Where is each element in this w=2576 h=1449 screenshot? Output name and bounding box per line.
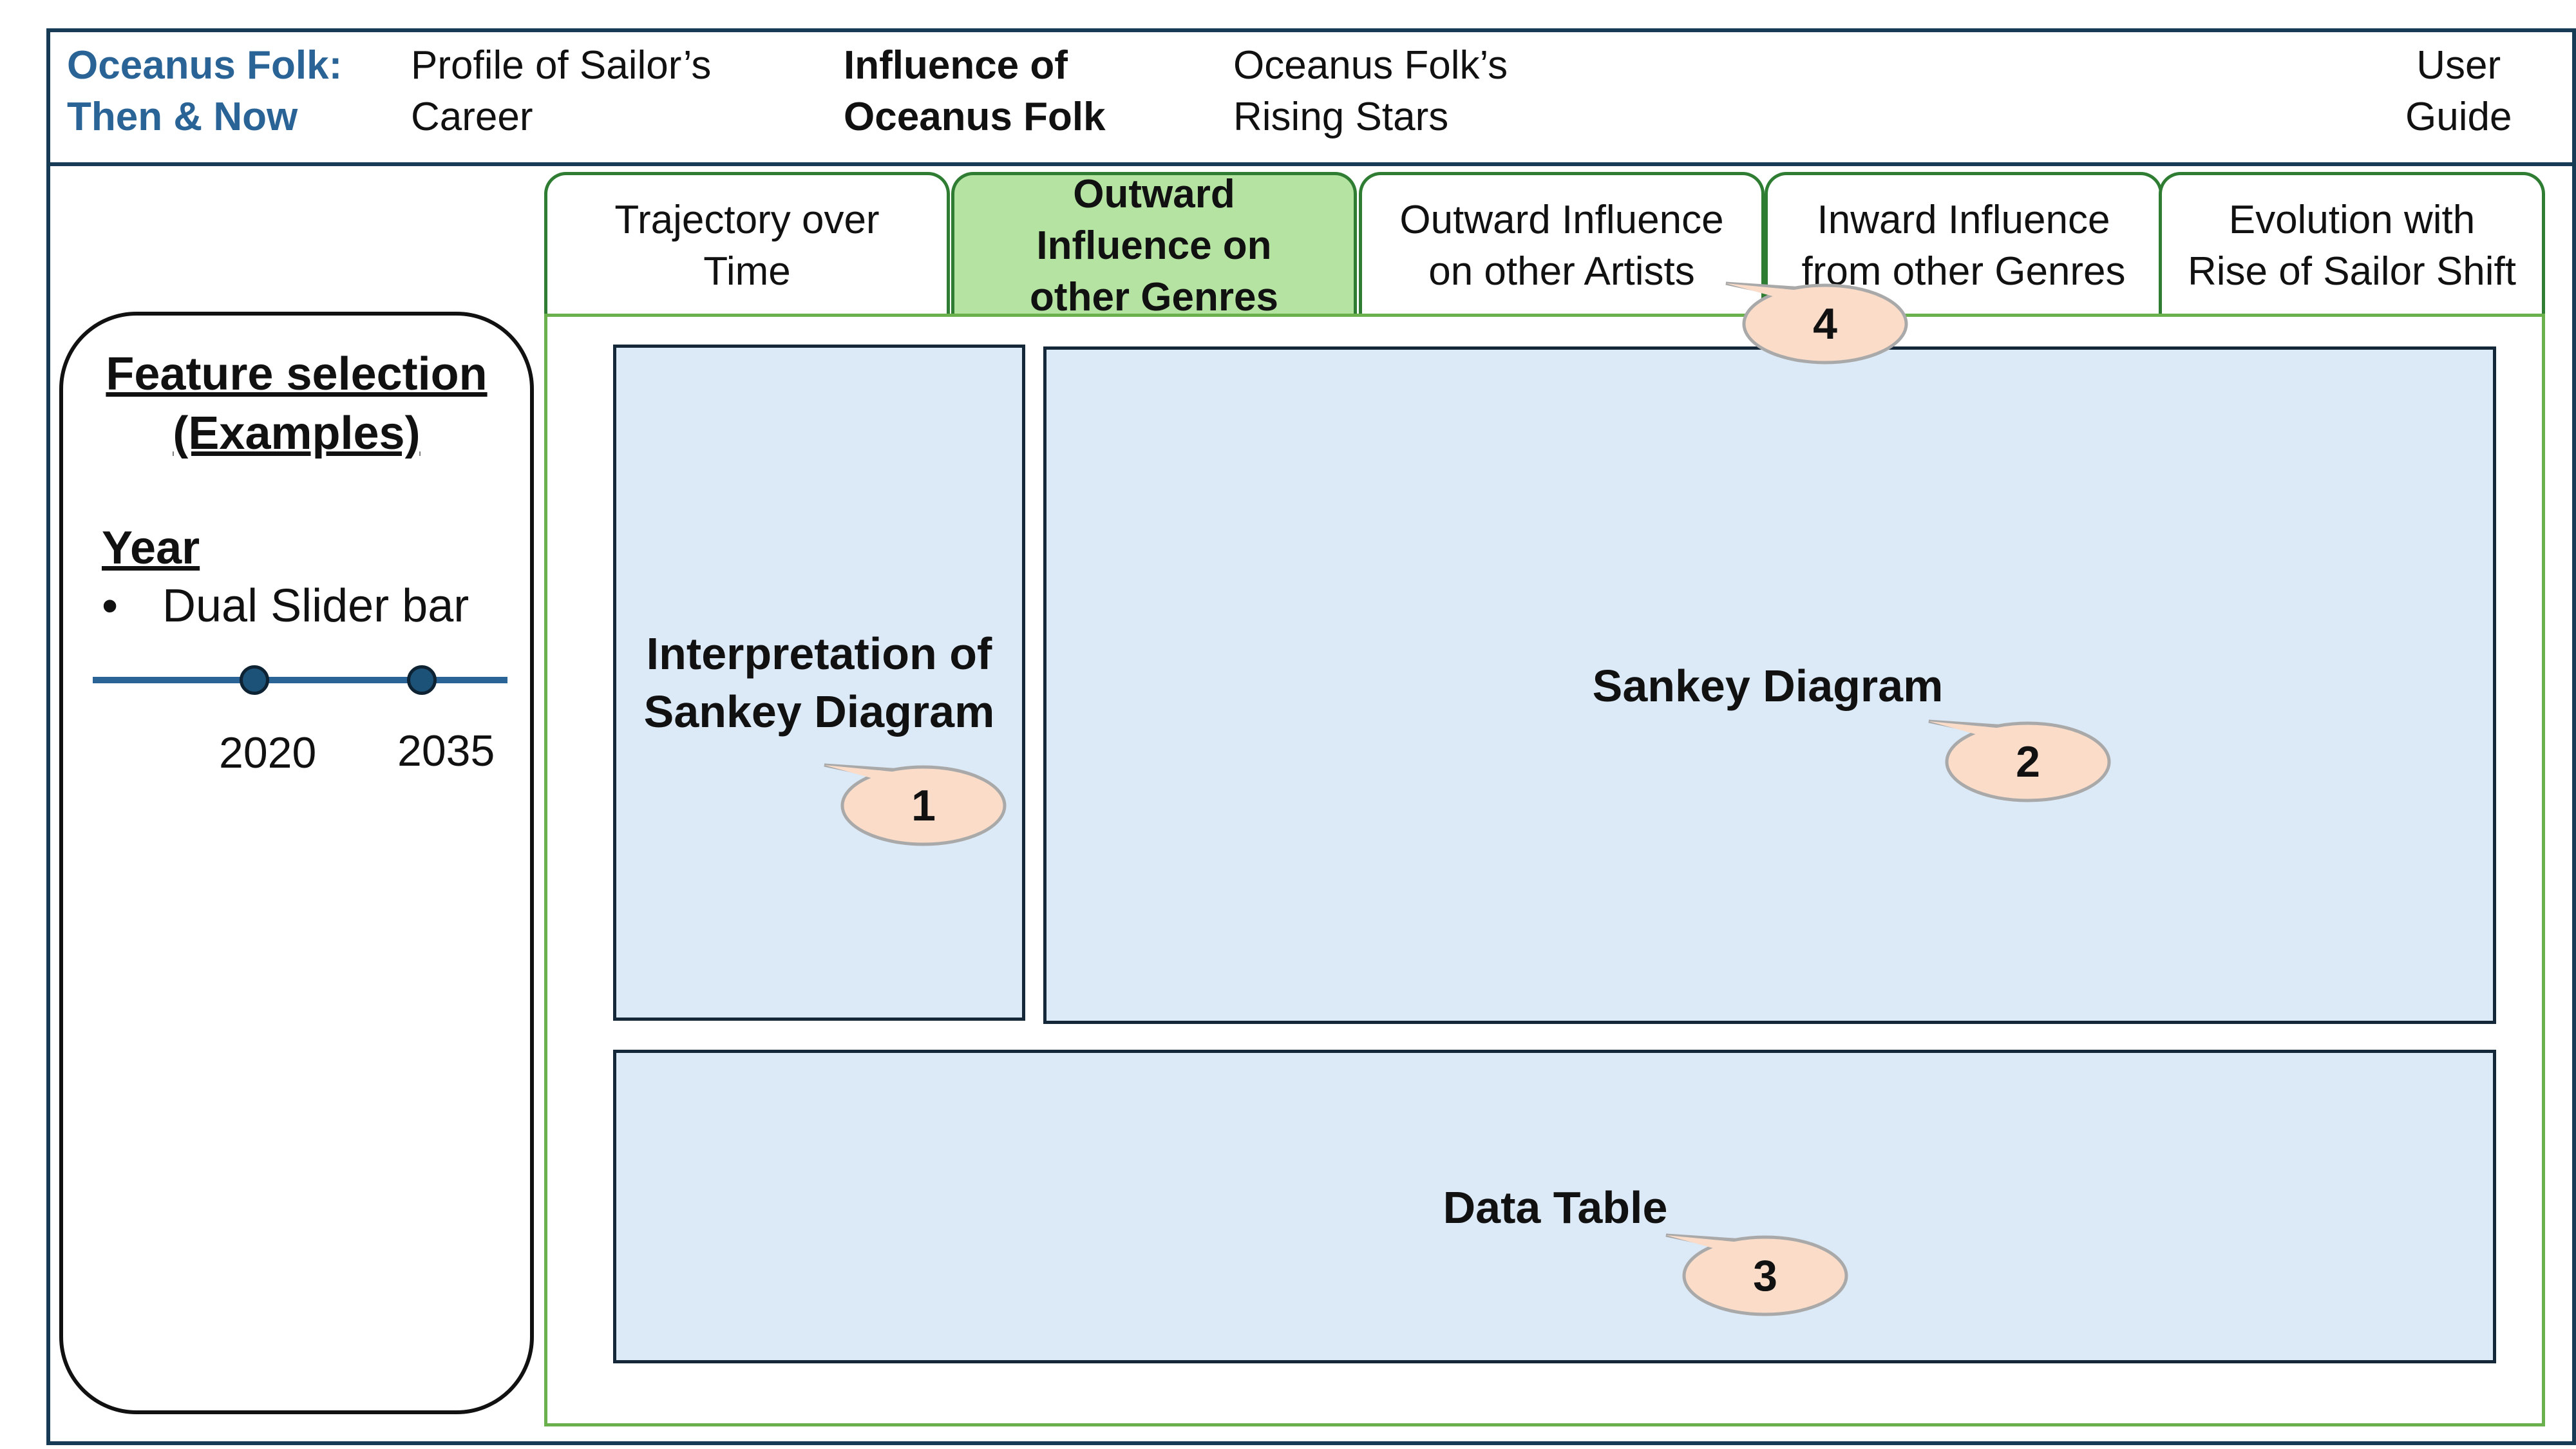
callout-bubble-shape <box>1665 1233 1848 1316</box>
data-table-title: Data Table <box>1443 1182 1668 1233</box>
nav-label-line-2: Rising Stars <box>1233 95 1449 139</box>
feature-selection-title: Feature selection (Examples) <box>106 348 488 459</box>
tab-trajectory-over-time[interactable]: Trajectory over Time <box>544 172 950 317</box>
tab-content-area <box>544 314 2545 1426</box>
brand-line-2: Then & Now <box>67 95 298 139</box>
nav-oceanus-folks-rising-stars[interactable]: Oceanus Folk’s Rising Stars <box>1233 40 1508 143</box>
tab-label: Inward Influence from other Genres <box>1801 198 2126 294</box>
tab-label: Trajectory over Time <box>614 198 880 294</box>
nav-label-line-2: Guide <box>2405 95 2512 139</box>
data-table-panel <box>613 1050 2496 1363</box>
callout-bubble-shape <box>1725 281 1908 365</box>
sankey-diagram-panel <box>1043 346 2496 1024</box>
brand-line-1: Oceanus Folk: <box>67 43 343 88</box>
slider-end-year: 2035 <box>397 726 495 775</box>
nav-profile-of-sailors-career[interactable]: Profile of Sailor’s Career <box>411 40 711 143</box>
dual-slider-description: Dual Slider bar <box>162 580 469 632</box>
tab-outward-influence-on-other-artists[interactable]: Outward Influence on other Artists <box>1359 172 1765 317</box>
callout-number: 2 <box>2016 737 2040 786</box>
brand-logo[interactable]: Oceanus Folk: Then & Now <box>67 40 342 143</box>
nav-label-line-1: User <box>2416 43 2501 88</box>
nav-user-guide[interactable]: User Guide <box>2405 40 2512 143</box>
tab-outward-influence-on-other-genres[interactable]: Outward Influence on other Genres <box>951 172 1357 319</box>
callout-4: 4 <box>1725 281 1908 365</box>
feature-selection-panel <box>59 312 534 1414</box>
nav-influence-of-oceanus-folk[interactable]: Influence of Oceanus Folk <box>844 40 1106 143</box>
tab-label: Evolution with Rise of Sailor Shift <box>2188 198 2516 294</box>
interpretation-panel-title: Interpretation of Sankey Diagram <box>643 629 995 737</box>
callout-number: 1 <box>911 781 936 830</box>
interpretation-panel <box>613 345 1025 1021</box>
nav-label-line-1: Influence of <box>844 43 1068 88</box>
tab-label: Outward Influence on other Genres <box>1030 172 1278 319</box>
callout-number: 3 <box>1753 1251 1777 1300</box>
sankey-diagram-title: Sankey Diagram <box>1592 661 1944 711</box>
header-divider <box>46 162 2576 166</box>
callout-number: 4 <box>1813 299 1837 348</box>
tab-evolution-with-rise-of-sailor-shift[interactable]: Evolution with Rise of Sailor Shift <box>2159 172 2545 317</box>
callout-2: 2 <box>1928 719 2111 802</box>
callout-3: 3 <box>1665 1233 1848 1316</box>
callout-bubble-shape <box>1928 719 2111 802</box>
year-slider-end-handle[interactable] <box>407 665 437 695</box>
slider-start-year: 2020 <box>219 728 317 777</box>
nav-label-line-2: Oceanus Folk <box>844 95 1106 139</box>
app-frame <box>46 28 2576 1445</box>
nav-label-line-1: Profile of Sailor’s <box>411 43 712 88</box>
nav-label-line-2: Career <box>411 95 533 139</box>
callout-bubble-shape <box>824 763 1007 846</box>
year-heading: Year <box>102 522 200 574</box>
tab-label: Outward Influence on other Artists <box>1399 198 1724 294</box>
year-slider-start-handle[interactable] <box>240 665 269 695</box>
callout-1: 1 <box>824 763 1007 846</box>
bullet-marker: • <box>102 580 118 632</box>
year-slider-track[interactable] <box>93 677 507 683</box>
nav-label-line-1: Oceanus Folk’s <box>1233 43 1508 88</box>
